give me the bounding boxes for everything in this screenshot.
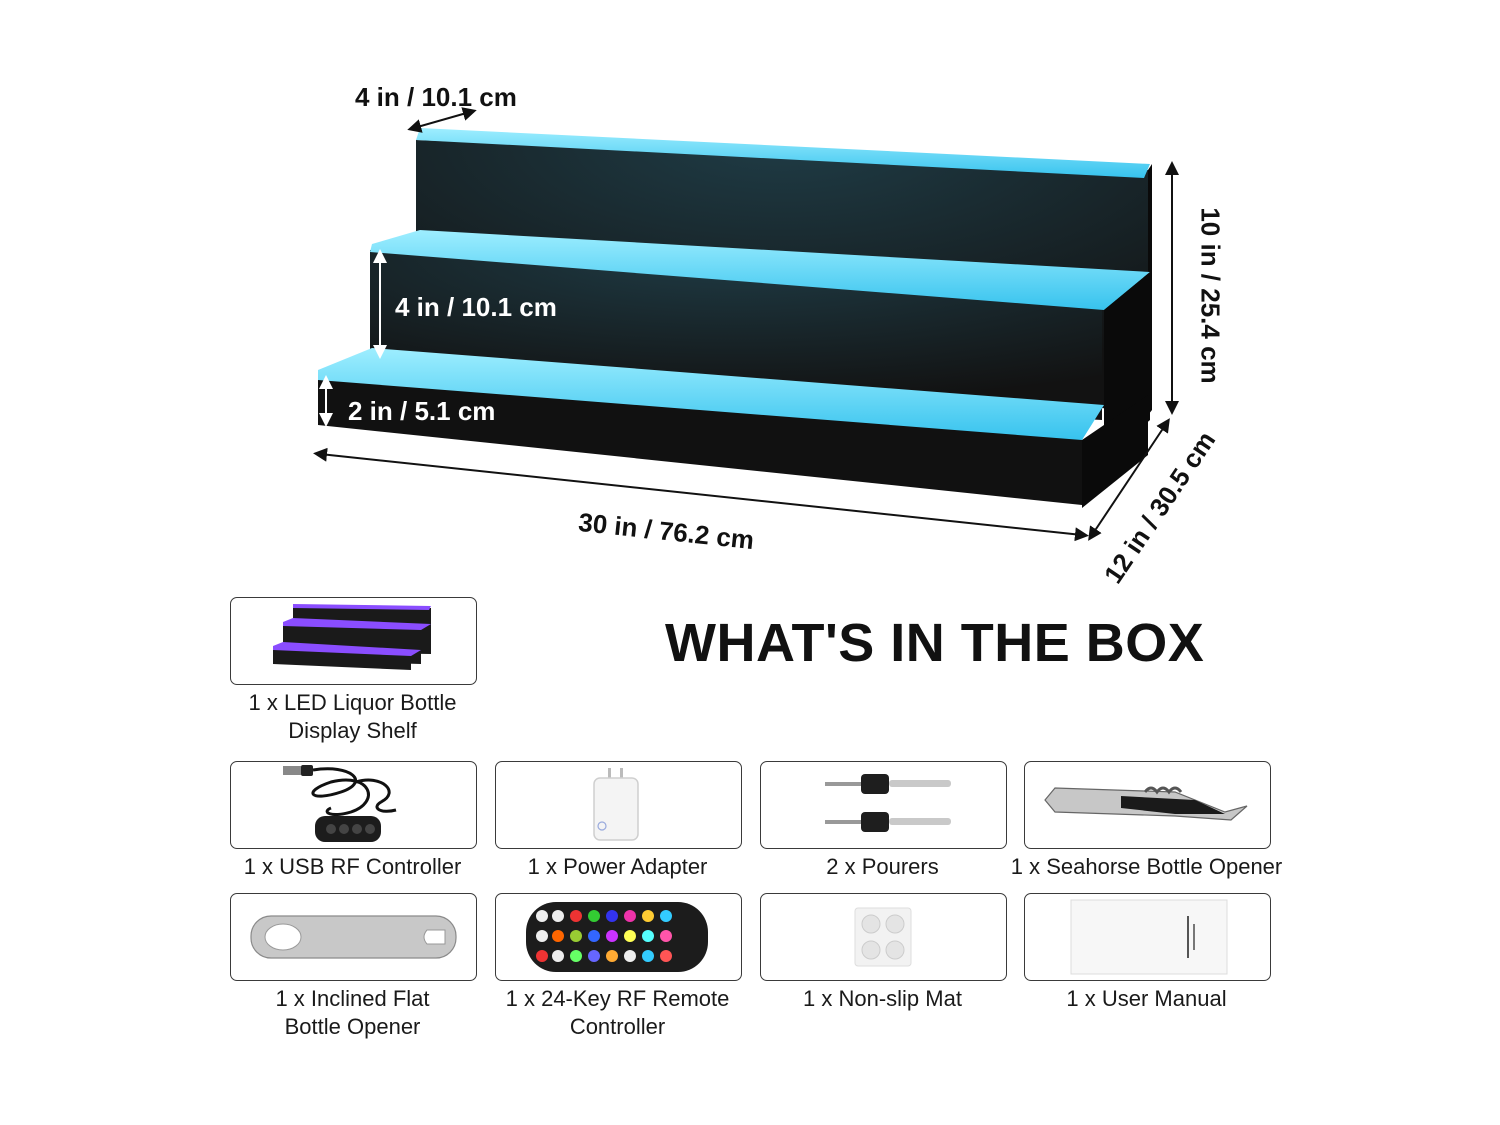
top-depth-label: 4 in / 10.1 cm — [355, 82, 517, 112]
non-slip-mat-icon — [854, 907, 912, 967]
total-height-label: 10 in / 25.4 cm — [1195, 207, 1226, 384]
item-box-user-manual — [1024, 893, 1271, 981]
item-box-remote — [495, 893, 742, 981]
item-box-pourers — [760, 761, 1007, 849]
item-box-seahorse-opener — [1024, 761, 1271, 849]
shelf-middle-glow — [370, 230, 1150, 310]
usb-controller-icon — [283, 765, 397, 842]
item-box-led-shelf — [230, 597, 477, 685]
led-shelf-icon — [273, 604, 431, 670]
bottom-height-label: 2 in / 5.1 cm — [348, 396, 496, 426]
item-caption-user-manual: 1 x User Manual — [1066, 986, 1227, 1011]
item-box-flat-opener — [230, 893, 477, 981]
item-box-non-slip-mat — [760, 893, 1007, 981]
item-box-usb-controller — [230, 761, 477, 849]
shelf-top-glow — [416, 128, 1150, 178]
item-caption-non-slip-mat: 1 x Non-slip Mat — [803, 986, 962, 1011]
shelf-illustration — [313, 107, 1179, 542]
seahorse-opener-icon — [1044, 786, 1248, 821]
item-box-power-adapter — [495, 761, 742, 849]
item-caption-power-adapter: 1 x Power Adapter — [527, 854, 708, 879]
item-caption-usb-controller: 1 x USB RF Controller — [243, 854, 462, 879]
shelf-bottom-glow — [318, 348, 1104, 440]
flat-opener-icon — [250, 915, 457, 959]
power-adapter-icon — [593, 768, 639, 841]
top-depth-arrow — [407, 107, 477, 133]
depth-arrow — [1088, 418, 1170, 541]
item-caption-pourers: 2 x Pourers — [826, 854, 939, 879]
remote-icon — [526, 902, 708, 972]
whats-in-the-box-heading: WHAT'S IN THE BOX — [665, 613, 1205, 673]
item-caption-seahorse-opener: 1 x Seahorse Bottle Opener — [1010, 854, 1283, 879]
step-height-label: 4 in / 10.1 cm — [395, 292, 557, 322]
length-arrow — [313, 447, 1089, 542]
pourer-icon — [825, 774, 951, 832]
user-manual-icon — [1070, 899, 1228, 975]
